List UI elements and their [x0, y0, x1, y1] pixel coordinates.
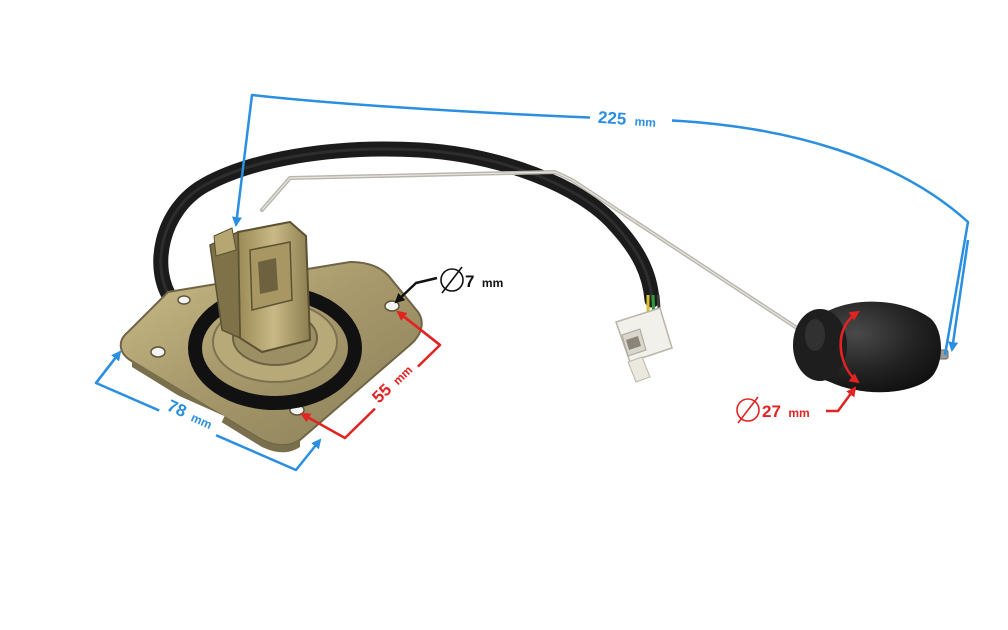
diameter-symbol-icon — [736, 396, 760, 424]
diameter-symbol-icon — [440, 266, 464, 294]
svg-text:7 mm: 7 mm — [465, 272, 503, 291]
sensor-bracket — [209, 220, 312, 354]
svg-text:225 mm: 225 mm — [597, 108, 656, 131]
dimension-float-diameter: 27 mm — [736, 310, 860, 424]
mounting-hole — [177, 295, 191, 305]
length-value: 225 — [597, 108, 627, 129]
float-diameter-unit: mm — [788, 406, 809, 420]
length-unit: mm — [634, 114, 656, 129]
hole-diameter-unit: mm — [482, 276, 503, 290]
dimension-flange-width: 78 mm — [94, 350, 322, 472]
mounting-hole — [150, 346, 166, 358]
wire-connector — [615, 294, 673, 383]
hole-diameter-value: 7 — [465, 272, 474, 291]
svg-text:27 mm: 27 mm — [762, 402, 810, 421]
float — [793, 301, 949, 393]
dimension-hole-diameter: 7 mm — [394, 266, 503, 304]
dimension-hole-spacing: 55 mm — [300, 310, 442, 440]
float-diameter-value: 27 — [762, 402, 781, 421]
mounting-hole — [384, 300, 400, 312]
dimension-length: 225 mm — [232, 93, 970, 356]
